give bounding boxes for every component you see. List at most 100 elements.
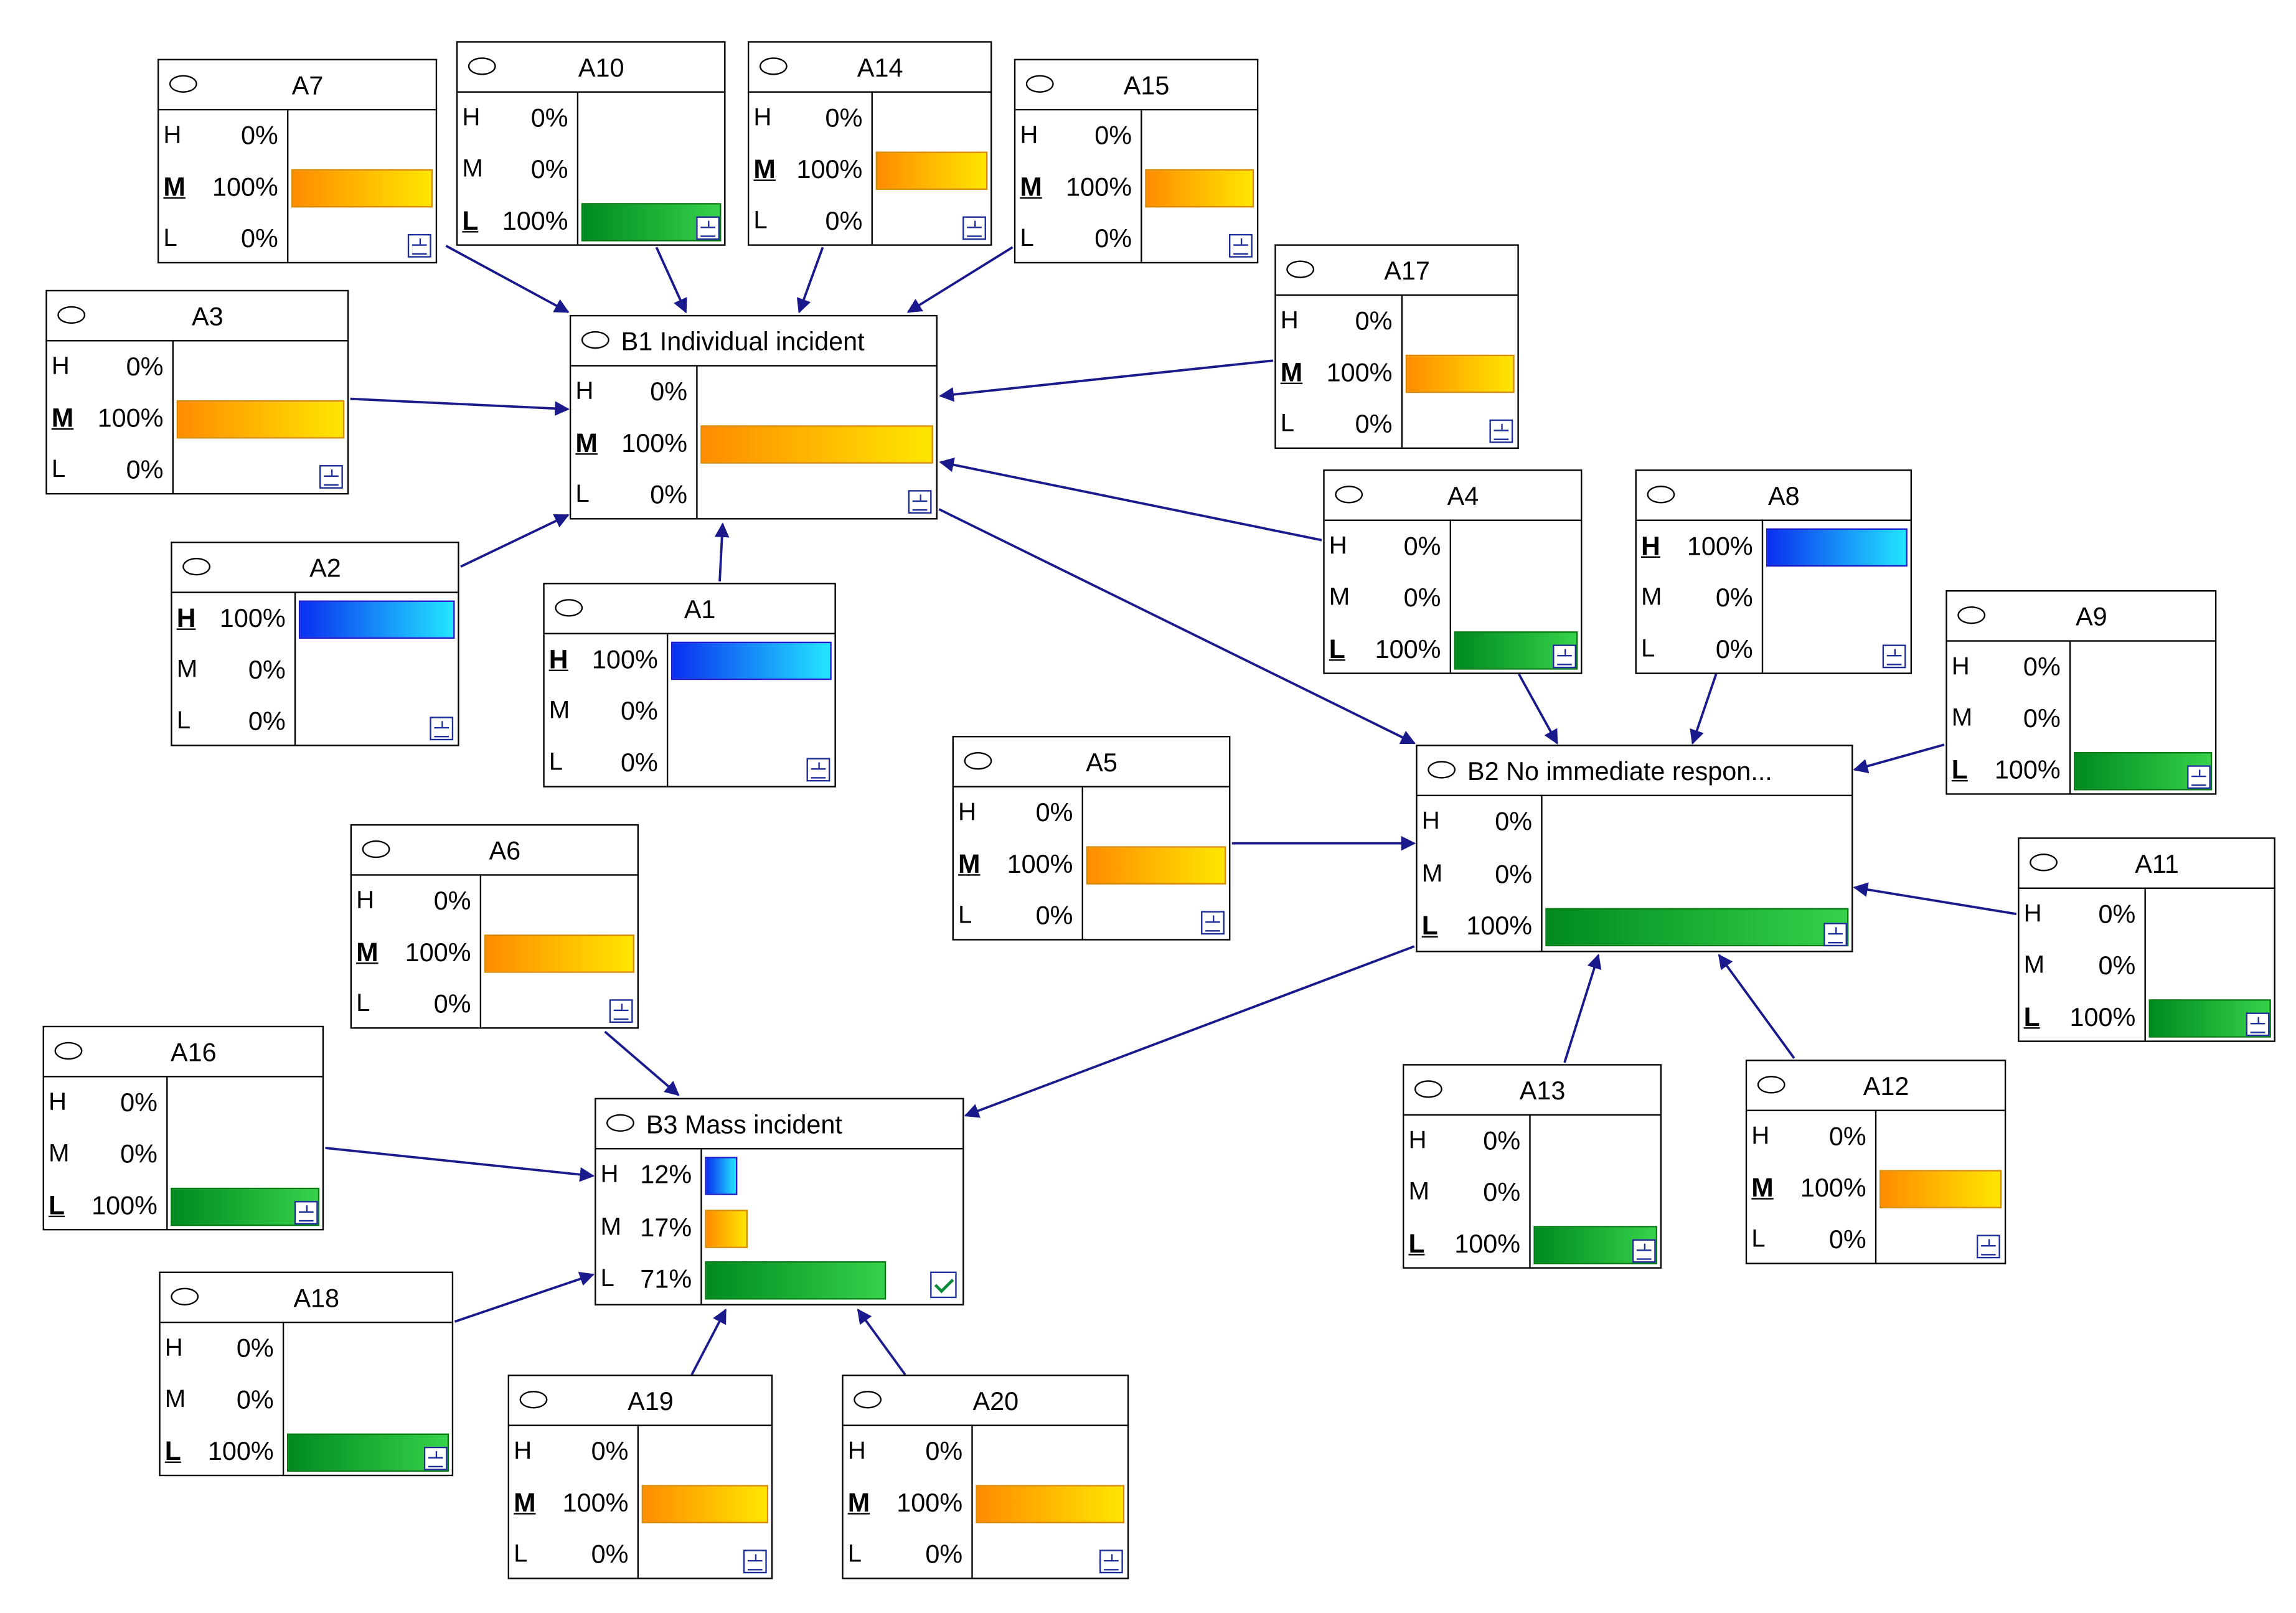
node-header[interactable]: A16: [44, 1027, 322, 1078]
node-header[interactable]: B1 Individual incident: [571, 316, 936, 367]
node-header[interactable]: A8: [1636, 471, 1911, 521]
ground-evidence-icon[interactable]: [1099, 1550, 1123, 1574]
ground-evidence-icon[interactable]: [696, 216, 720, 240]
node-header[interactable]: A17: [1276, 246, 1518, 296]
node-header[interactable]: A7: [159, 60, 436, 111]
ground-evidence-icon[interactable]: [743, 1550, 767, 1574]
ground-evidence-icon[interactable]: [1882, 644, 1906, 669]
ground-evidence-icon[interactable]: [1823, 923, 1847, 947]
node-header[interactable]: B3 Mass incident: [596, 1099, 963, 1150]
node-header[interactable]: A13: [1404, 1066, 1660, 1116]
node-header[interactable]: A10: [458, 43, 725, 93]
node-header[interactable]: A19: [509, 1376, 771, 1426]
ground-evidence-icon[interactable]: [908, 490, 932, 514]
node-header[interactable]: A1: [544, 585, 835, 634]
ground-evidence-icon[interactable]: [407, 233, 431, 258]
ground-evidence-icon[interactable]: [423, 1446, 448, 1470]
node-header[interactable]: A4: [1324, 471, 1581, 521]
node-header[interactable]: A15: [1015, 60, 1257, 111]
evidence-checkbox-icon[interactable]: [930, 1271, 957, 1299]
ground-evidence-icon[interactable]: [1976, 1234, 2000, 1259]
node-header[interactable]: A3: [47, 291, 347, 342]
node-header[interactable]: A11: [2019, 839, 2274, 889]
ground-evidence-icon[interactable]: [2187, 765, 2211, 789]
ground-evidence-icon[interactable]: [609, 999, 633, 1023]
node-header[interactable]: A20: [843, 1376, 1127, 1426]
ground-evidence-icon[interactable]: [806, 758, 830, 782]
ground-evidence-icon[interactable]: [962, 216, 986, 240]
